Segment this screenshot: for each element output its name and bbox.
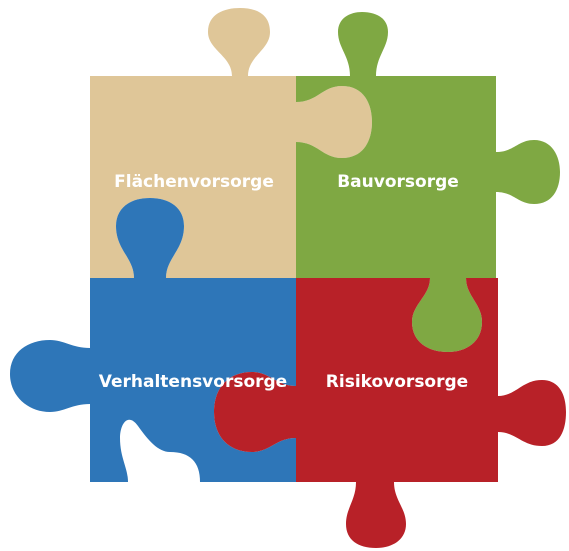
piece-bauvorsorge-shape [296,12,560,352]
label-flaechenvorsorge: Flächenvorsorge [114,172,274,192]
piece-risikovorsorge-shape [214,278,566,548]
piece-risikovorsorge [214,278,566,548]
piece-flaechenvorsorge-shape [90,8,372,278]
label-verhaltensvorsorge: Verhaltensvorsorge [99,372,287,392]
label-bauvorsorge: Bauvorsorge [337,172,459,192]
piece-flaechenvorsorge [90,8,372,278]
piece-verhaltensvorsorge-shape [10,198,296,482]
piece-bauvorsorge [296,12,560,352]
label-risikovorsorge: Risikovorsorge [326,372,468,392]
piece-verhaltensvorsorge [10,198,296,482]
